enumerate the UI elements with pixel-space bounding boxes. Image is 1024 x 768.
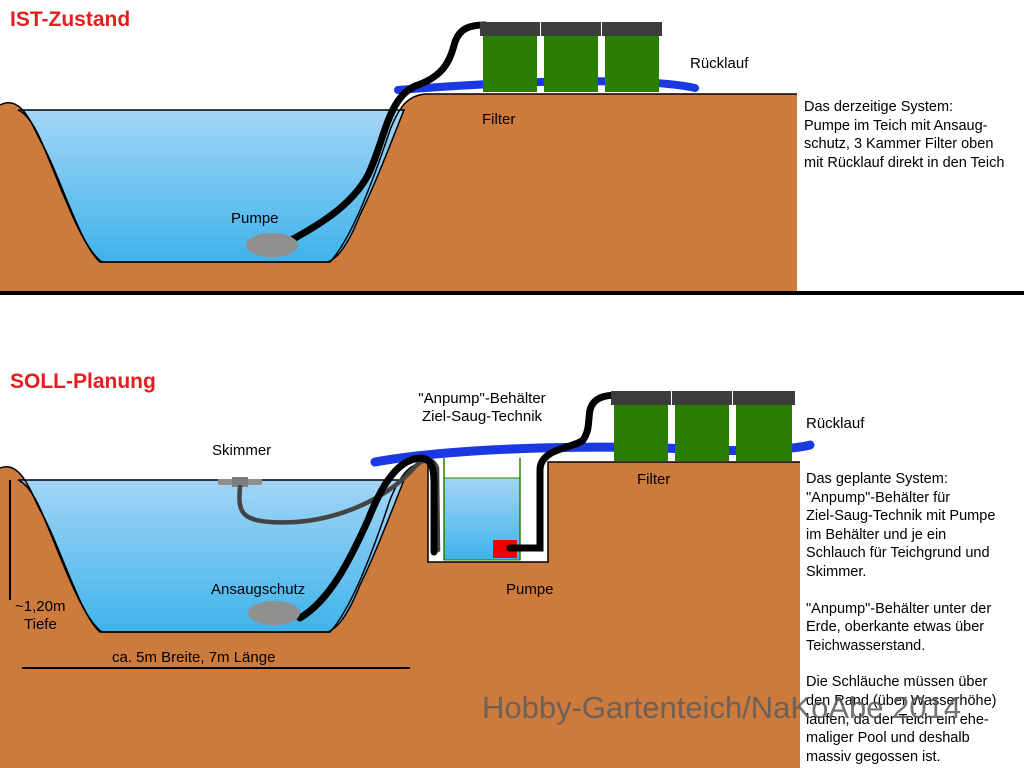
soll-description: Das geplante System: "Anpump"-Behälter f… <box>806 471 997 765</box>
ist-pump-hose <box>278 21 489 249</box>
behaelter-label: "Anpump"-Behälter Ziel-Saug-Technik <box>418 390 546 425</box>
ground-hose <box>296 454 438 622</box>
soll-filter <box>611 391 795 461</box>
ansaugschutz-icon <box>248 601 300 625</box>
skimmer-icon <box>218 477 262 487</box>
ist-pond-rim <box>0 93 797 263</box>
soll-heading: SOLL-Planung <box>10 370 156 393</box>
ist-scene <box>0 21 797 291</box>
width-label: ca. 5m Breite, 7m Länge <box>112 649 276 666</box>
tank-pumpe-label: Pumpe <box>506 581 554 598</box>
ist-pumpe-label: Pumpe <box>231 210 279 227</box>
ist-ruecklauf-label: Rücklauf <box>690 55 749 72</box>
ist-description: Das derzeitige System: Pumpe im Teich mi… <box>804 99 1005 171</box>
soll-filter-label: Filter <box>637 471 671 488</box>
ist-pump-icon <box>246 233 298 257</box>
ansaugschutz-label: Ansaugschutz <box>211 581 306 598</box>
skimmer-label: Skimmer <box>212 442 272 459</box>
soll-scene <box>0 391 815 768</box>
pump-filter-hose <box>506 391 622 552</box>
ist-filter-label: Filter <box>482 111 516 128</box>
ist-heading: IST-Zustand <box>10 8 131 31</box>
soll-ruecklauf-label: Rücklauf <box>806 415 865 432</box>
section-separator <box>0 291 1024 295</box>
ist-filter <box>480 22 662 92</box>
watermark: Hobby-Gartenteich/NaKoAbe 2014 <box>482 690 962 725</box>
ist-earth <box>0 94 797 291</box>
soll-pond-rim <box>0 461 800 633</box>
soll-earth <box>0 462 800 768</box>
depth-label: ~1,20m Tiefe <box>15 598 66 633</box>
